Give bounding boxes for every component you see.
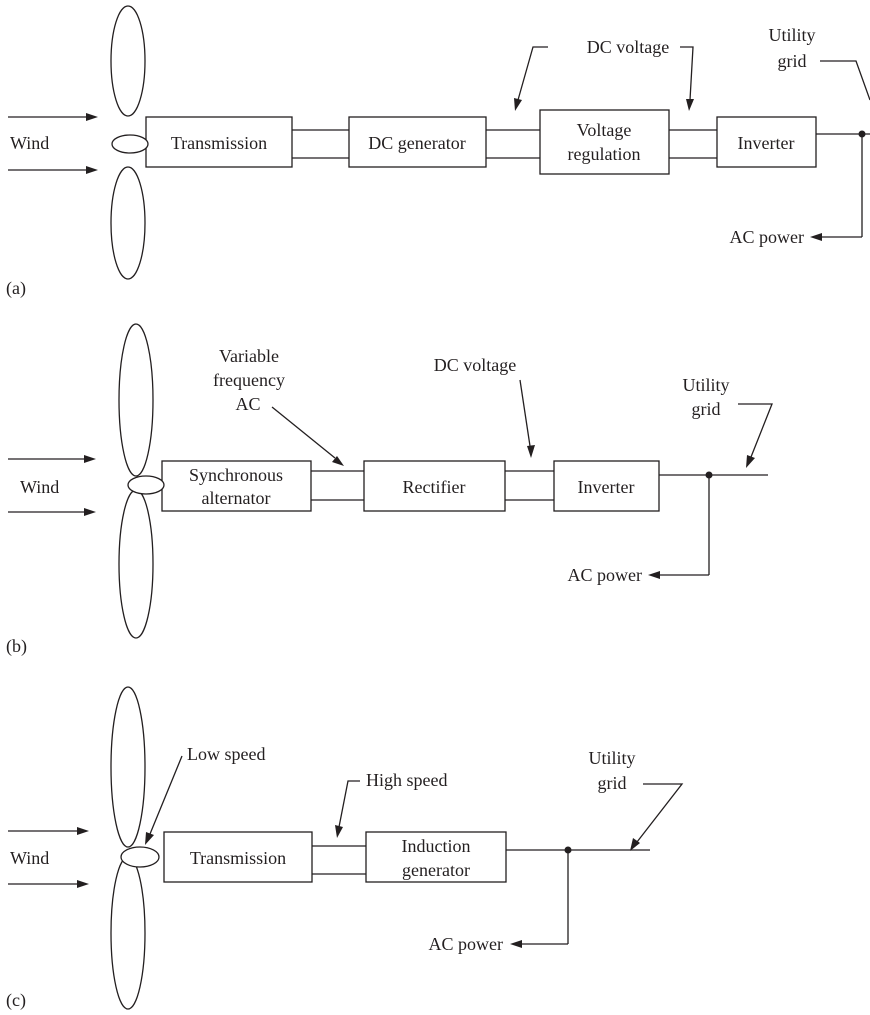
induction-generator-label-line1: Induction — [402, 836, 471, 856]
variable-frequency-ac-label-line3: AC — [235, 394, 260, 414]
ac-power-label: AC power — [730, 227, 805, 247]
utility-grid-label-line1: Utility — [768, 25, 815, 45]
rectifier-label: Rectifier — [403, 477, 466, 497]
inverter-label: Inverter — [738, 133, 795, 153]
arrowhead — [332, 456, 344, 466]
dc-voltage-leader — [519, 379, 531, 447]
high-speed-leader — [338, 780, 360, 828]
panel-c: Wind Transmission Induction generator AC… — [6, 686, 684, 1011]
arrowhead — [648, 571, 660, 579]
turbine-blade-upper — [110, 5, 146, 117]
utility-grid-label-line2: grid — [778, 51, 807, 71]
low-speed-leader — [149, 755, 183, 835]
panel-b: Wind Synchronous alternator Rectifier In… — [6, 323, 773, 657]
utility-grid-label-line1: Utility — [588, 748, 635, 768]
dc-voltage-label: DC voltage — [434, 355, 517, 375]
voltage-regulation-label-line2: regulation — [568, 144, 641, 164]
panel-b-tag: (b) — [6, 636, 27, 657]
synchronous-alternator-box — [161, 460, 312, 512]
ac-power-label: AC power — [429, 934, 504, 954]
transmission-box — [163, 831, 313, 883]
arrowhead — [686, 99, 694, 111]
wind-label: Wind — [20, 477, 59, 497]
arrowhead — [145, 832, 154, 845]
turbine-blade-lower — [110, 856, 146, 1010]
dc-generator-box — [348, 116, 487, 168]
arrowhead — [84, 508, 96, 516]
transmission-label: Transmission — [190, 848, 286, 868]
turbine-hub — [120, 846, 160, 868]
wind-label: Wind — [10, 848, 49, 868]
dc-voltage-leader — [517, 46, 548, 101]
inverter-box — [716, 116, 817, 168]
dc-voltage-label: DC voltage — [587, 37, 670, 57]
arrowhead — [527, 445, 535, 458]
variable-frequency-ac-label-line2: frequency — [213, 370, 285, 390]
arrowhead — [84, 455, 96, 463]
induction-generator-box — [365, 831, 507, 883]
arrowhead — [86, 113, 98, 121]
turbine-blade-upper — [118, 323, 154, 477]
arrowhead — [335, 825, 343, 838]
turbine-blade-lower — [118, 489, 154, 639]
panel-c-tag: (c) — [6, 990, 26, 1011]
rectifier-box — [363, 460, 506, 512]
turbine-hub — [127, 475, 165, 495]
arrowhead — [746, 455, 755, 468]
arrowhead — [630, 838, 640, 851]
turbine-blade-upper — [110, 686, 146, 848]
arrowhead — [514, 98, 522, 111]
variable-frequency-ac-leader — [271, 406, 336, 459]
arrowhead — [510, 940, 522, 948]
voltage-regulation-label-line1: Voltage — [577, 120, 632, 140]
voltage-regulation-box — [539, 109, 670, 175]
utility-grid-leader — [820, 60, 870, 101]
variable-frequency-ac-label-line1: Variable — [219, 346, 279, 366]
induction-generator-label-line2: generator — [402, 860, 470, 880]
inverter-label: Inverter — [578, 477, 635, 497]
panel-a-tag: (a) — [6, 278, 26, 299]
arrowhead — [77, 880, 89, 888]
synchronous-alternator-label-line1: Synchronous — [189, 465, 283, 485]
arrowhead — [86, 166, 98, 174]
inverter-box — [553, 460, 660, 512]
utility-grid-leader — [738, 403, 773, 458]
high-speed-label: High speed — [366, 770, 447, 790]
utility-grid-leader — [636, 783, 684, 843]
utility-grid-label-line1: Utility — [682, 375, 729, 395]
dc-generator-label: DC generator — [368, 133, 465, 153]
utility-grid-label-line2: grid — [692, 399, 721, 419]
panel-a: Wind Transmission DC generator Voltage r… — [6, 5, 870, 299]
arrowhead — [77, 827, 89, 835]
turbine-blade-lower — [110, 166, 146, 280]
arrowhead — [810, 233, 822, 241]
synchronous-alternator-label-line2: alternator — [202, 488, 271, 508]
low-speed-label: Low speed — [187, 744, 265, 764]
turbine-hub — [111, 134, 149, 154]
ac-power-label: AC power — [568, 565, 643, 585]
transmission-label: Transmission — [171, 133, 267, 153]
wind-label: Wind — [10, 133, 49, 153]
dc-voltage-leader — [680, 46, 694, 101]
utility-grid-label-line2: grid — [598, 773, 627, 793]
